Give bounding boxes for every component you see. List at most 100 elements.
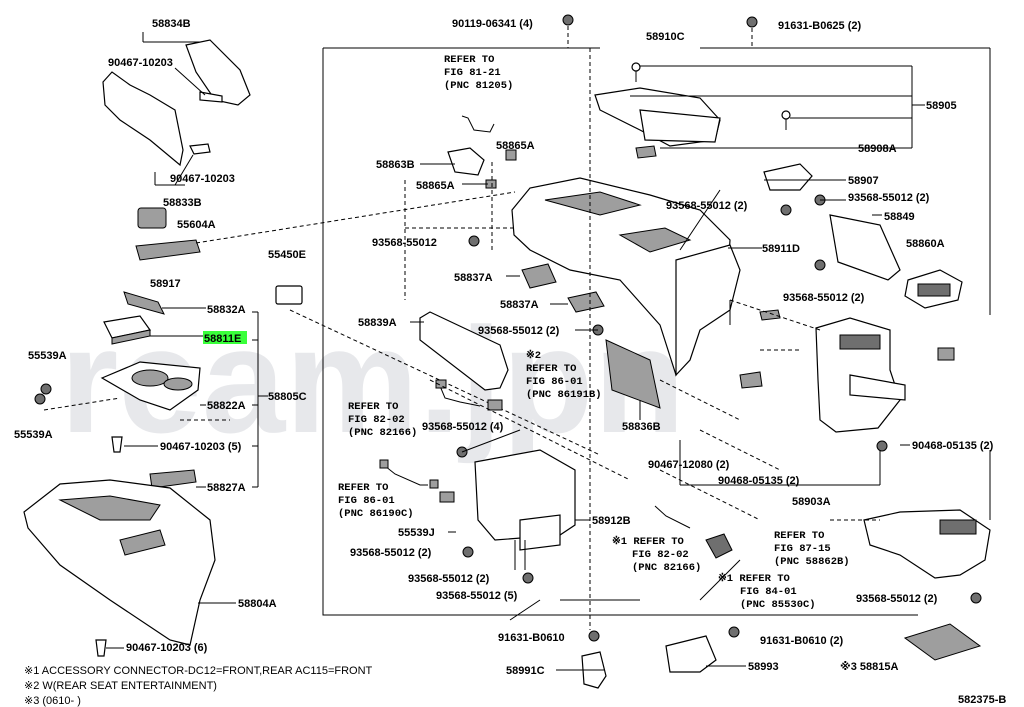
svg-text:REFER TO: REFER TO bbox=[348, 401, 398, 413]
refer-fig-82-02-b: ※1 REFER TO FIG 82-02 (PNC 82166) bbox=[612, 535, 701, 574]
svg-text:※1 REFER TO: ※1 REFER TO bbox=[718, 572, 790, 585]
label-58837A-b: 58837A bbox=[500, 299, 539, 311]
part-labels: 58834B 90467-10203 90467-10203 58833B 55… bbox=[14, 18, 994, 677]
label-58917: 58917 bbox=[150, 278, 181, 290]
label-58833B: 58833B bbox=[163, 197, 202, 209]
part-58991C-bracket bbox=[581, 630, 607, 689]
label-leaders bbox=[106, 163, 910, 671]
part-58912B-box bbox=[474, 449, 576, 570]
label-90467-10203-a: 90467-10203 bbox=[108, 57, 173, 69]
label-93568-55012-2c: 93568-55012 (2) bbox=[783, 292, 865, 304]
svg-text:REFER TO: REFER TO bbox=[774, 530, 824, 542]
part-58837A-pads bbox=[521, 263, 605, 313]
svg-text:FIG 84-01: FIG 84-01 bbox=[740, 586, 797, 598]
label-58822A: 58822A bbox=[207, 400, 246, 412]
highlight-58811E bbox=[203, 331, 247, 344]
svg-text:FIG 82-02: FIG 82-02 bbox=[632, 549, 689, 561]
refer-fig-81-21: REFER TO FIG 81-21 (PNC 81205) bbox=[444, 54, 513, 92]
label-90119-06341: 90119-06341 (4) bbox=[452, 18, 533, 30]
label-90467-10203-6: 90467-10203 (6) bbox=[126, 642, 208, 654]
refer-fig-82-02-a: REFER TO FIG 82-02 (PNC 82166) bbox=[348, 401, 417, 439]
part-screw-93568-center bbox=[456, 194, 982, 604]
svg-text:FIG 87-15: FIG 87-15 bbox=[774, 543, 831, 555]
bracket-58903A-lines bbox=[679, 440, 881, 486]
svg-text:(PNC 81205): (PNC 81205) bbox=[444, 80, 513, 92]
svg-text:(PNC 82166): (PNC 82166) bbox=[632, 562, 701, 574]
label-58907: 58907 bbox=[848, 175, 879, 187]
part-wiring-86190C bbox=[379, 459, 455, 503]
label-90467-10203-5: 90467-10203 (5) bbox=[160, 441, 242, 453]
svg-text:(PNC 82166): (PNC 82166) bbox=[348, 427, 417, 439]
label-58839A: 58839A bbox=[358, 317, 397, 329]
label-90468-05135-a: 90468-05135 (2) bbox=[718, 475, 800, 487]
label-58865A-b: 58865A bbox=[416, 180, 455, 192]
label-58993: 58993 bbox=[748, 661, 779, 673]
refer-fig-86-01-a: ※2 REFER TO FIG 86-01 (PNC 86191B) bbox=[526, 349, 602, 401]
part-58849-panel bbox=[829, 214, 901, 281]
part-wiring-86191B bbox=[435, 379, 503, 411]
part-90119-06341-screw bbox=[562, 14, 591, 630]
part-58836B-pad bbox=[605, 339, 661, 409]
label-55450E: 55450E bbox=[268, 249, 306, 261]
label-91631-B0610-a: 91631-B0610 bbox=[498, 632, 565, 644]
part-58917-pad bbox=[135, 191, 516, 261]
leader-dashes bbox=[43, 160, 880, 621]
label-58836B: 58836B bbox=[622, 421, 661, 433]
svg-text:FIG 86-01: FIG 86-01 bbox=[526, 376, 583, 388]
part-58822A-tray bbox=[100, 361, 201, 411]
svg-text:REFER TO: REFER TO bbox=[526, 363, 576, 375]
svg-text:FIG 81-21: FIG 81-21 bbox=[444, 67, 501, 79]
label-58805C: 58805C bbox=[268, 391, 307, 403]
part-58839A-panel bbox=[419, 311, 509, 391]
part-87-15-duct bbox=[863, 509, 991, 579]
svg-text:FIG 82-02: FIG 82-02 bbox=[348, 414, 405, 426]
label-58815A: ※3 58815A bbox=[840, 661, 898, 673]
label-58910C: 58910C bbox=[646, 31, 685, 43]
part-58811E-lid bbox=[103, 315, 152, 345]
label-58811E[interactable]: 58811E bbox=[204, 333, 241, 345]
bracket-58805C-lines bbox=[252, 311, 268, 488]
svg-text:※1 REFER TO: ※1 REFER TO bbox=[612, 535, 684, 548]
label-58860A: 58860A bbox=[906, 238, 945, 250]
part-91631-B0625-screw bbox=[746, 16, 758, 48]
label-90468-05135-b: 90468-05135 (2) bbox=[912, 440, 994, 452]
bracket-58905-lines bbox=[630, 65, 925, 149]
footnote-3: ※3 (0610- ) bbox=[24, 695, 81, 707]
label-58991C: 58991C bbox=[506, 665, 545, 677]
part-58910C-lid bbox=[594, 62, 791, 159]
part-58832A-bracket bbox=[123, 291, 165, 315]
figure-code: 582375-B bbox=[958, 694, 1006, 706]
svg-text:REFER TO: REFER TO bbox=[338, 482, 388, 494]
svg-text:(PNC 86191B): (PNC 86191B) bbox=[526, 389, 602, 401]
part-90467-10203-5-clip bbox=[111, 436, 123, 453]
label-55539J: 55539J bbox=[398, 527, 435, 539]
label-55539A-bottom: 55539A bbox=[14, 429, 53, 441]
part-58907-bracket bbox=[763, 163, 813, 191]
label-90467-10203-b: 90467-10203 bbox=[170, 173, 235, 185]
label-58903A: 58903A bbox=[792, 496, 831, 508]
svg-text:(PNC 58862B): (PNC 58862B) bbox=[774, 556, 850, 568]
part-58804A-console-box bbox=[23, 479, 216, 646]
label-58827A: 58827A bbox=[207, 482, 246, 494]
label-55539A-top: 55539A bbox=[28, 350, 67, 362]
label-93568-55012-2f: 93568-55012 (2) bbox=[408, 573, 490, 585]
label-93568-55012-2b: 93568-55012 (2) bbox=[848, 192, 930, 204]
svg-text:(PNC 86190C): (PNC 86190C) bbox=[338, 508, 414, 520]
footnote-1: ※1 ACCESSORY CONNECTOR-DC12=FRONT,REAR A… bbox=[24, 665, 373, 677]
svg-text:(PNC 85530C): (PNC 85530C) bbox=[740, 599, 816, 611]
footnotes: ※1 ACCESSORY CONNECTOR-DC12=FRONT,REAR A… bbox=[24, 665, 373, 707]
label-58908A: 58908A bbox=[858, 143, 897, 155]
label-93568-55012-a: 93568-55012 bbox=[372, 237, 437, 249]
label-93568-55012-2g: 93568-55012 (2) bbox=[856, 593, 938, 605]
label-58834B: 58834B bbox=[152, 18, 191, 30]
label-91631-B0625: 91631-B0625 (2) bbox=[778, 20, 862, 32]
label-58837A-a: 58837A bbox=[454, 272, 493, 284]
part-58863B-bracket bbox=[447, 115, 517, 189]
part-85530C-connector bbox=[654, 505, 733, 559]
refer-fig-86-01-b: REFER TO FIG 86-01 (PNC 86190C) bbox=[338, 482, 414, 520]
label-58863B: 58863B bbox=[376, 159, 415, 171]
part-90467-10203-6-clip bbox=[95, 639, 107, 657]
bracket-58834B-lines bbox=[142, 32, 206, 186]
